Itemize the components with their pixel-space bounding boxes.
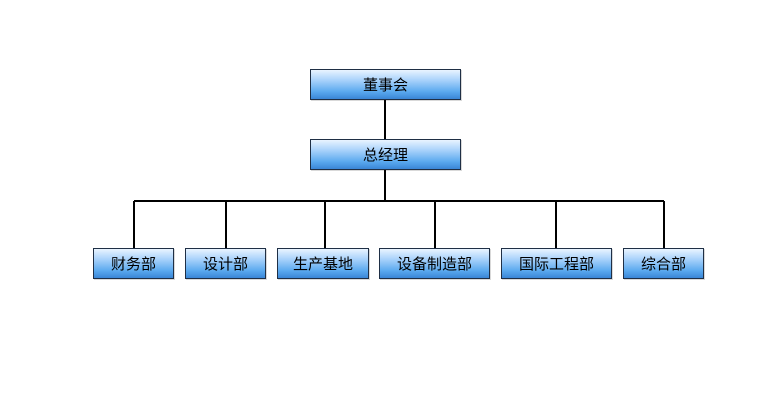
board-node: 董事会 bbox=[310, 69, 461, 100]
general-manager-node: 总经理 bbox=[310, 139, 461, 170]
department-node-finance: 财务部 bbox=[93, 248, 174, 279]
department-node-general-affairs: 综合部 bbox=[623, 248, 704, 279]
department-node-equipment-manufacturing: 设备制造部 bbox=[379, 248, 490, 279]
department-node-design: 设计部 bbox=[185, 248, 266, 279]
department-node-production-base: 生产基地 bbox=[277, 248, 369, 279]
department-node-international-engineering: 国际工程部 bbox=[501, 248, 612, 279]
